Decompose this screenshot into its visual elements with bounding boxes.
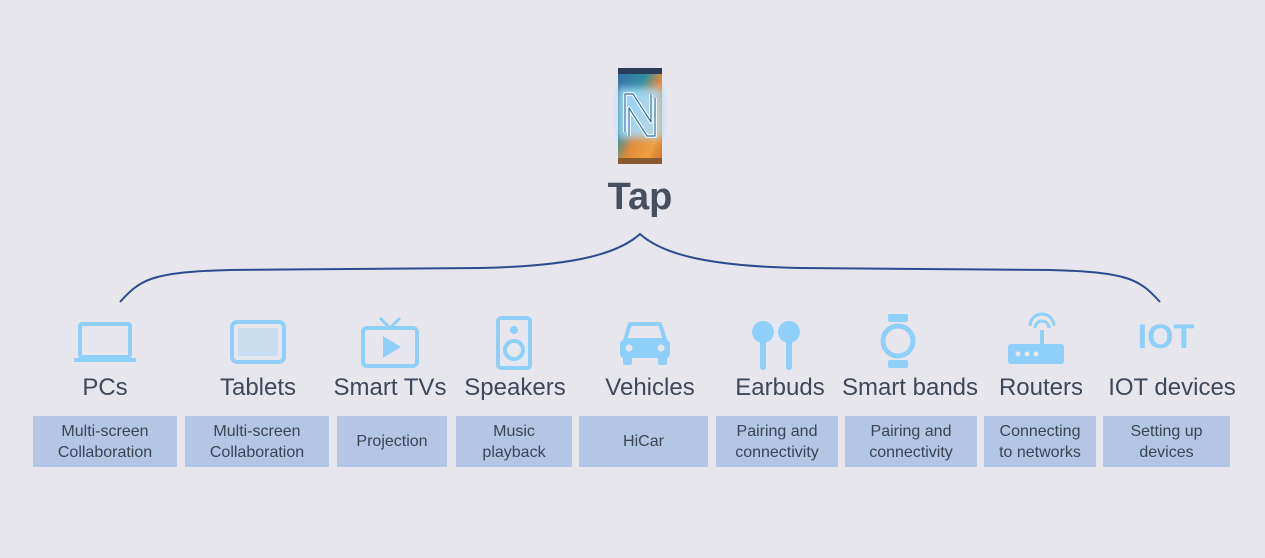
- feature-box: Pairing and connectivity: [845, 416, 977, 467]
- feature-box: HiCar: [579, 416, 708, 467]
- device-name: Speakers: [464, 374, 566, 401]
- device-name: IOT devices: [1108, 374, 1236, 401]
- router-icon: [996, 310, 1076, 372]
- nfc-phone-icon: [606, 60, 674, 172]
- device-name: Routers: [998, 374, 1084, 401]
- tablet-icon: [218, 310, 298, 372]
- device-name: Smart TVs: [333, 374, 447, 401]
- iot-icon: IOT: [1126, 310, 1206, 372]
- feature-box: Multi-screen Collaboration: [33, 416, 177, 467]
- feature-box: Music playback: [456, 416, 572, 467]
- device-name: Tablets: [219, 374, 297, 401]
- feature-box: Connecting to networks: [984, 416, 1096, 467]
- iot-icon-text: IOT: [1137, 318, 1195, 356]
- device-name: Vehicles: [605, 374, 695, 401]
- earbuds-icon: [736, 310, 816, 372]
- feature-box: Setting up devices: [1103, 416, 1230, 467]
- device-name: PCs: [82, 374, 128, 401]
- speaker-icon: [474, 310, 554, 372]
- device-name: Smart bands: [841, 374, 979, 401]
- page-title: Tap: [607, 176, 673, 218]
- watch-icon: [858, 310, 938, 372]
- car-icon: [605, 310, 685, 372]
- tv-icon: [350, 310, 430, 372]
- device-name: Earbuds: [735, 374, 825, 401]
- feature-box: Projection: [337, 416, 447, 467]
- feature-box: Multi-screen Collaboration: [185, 416, 329, 467]
- laptop-icon: [66, 310, 146, 372]
- feature-box: Pairing and connectivity: [716, 416, 838, 467]
